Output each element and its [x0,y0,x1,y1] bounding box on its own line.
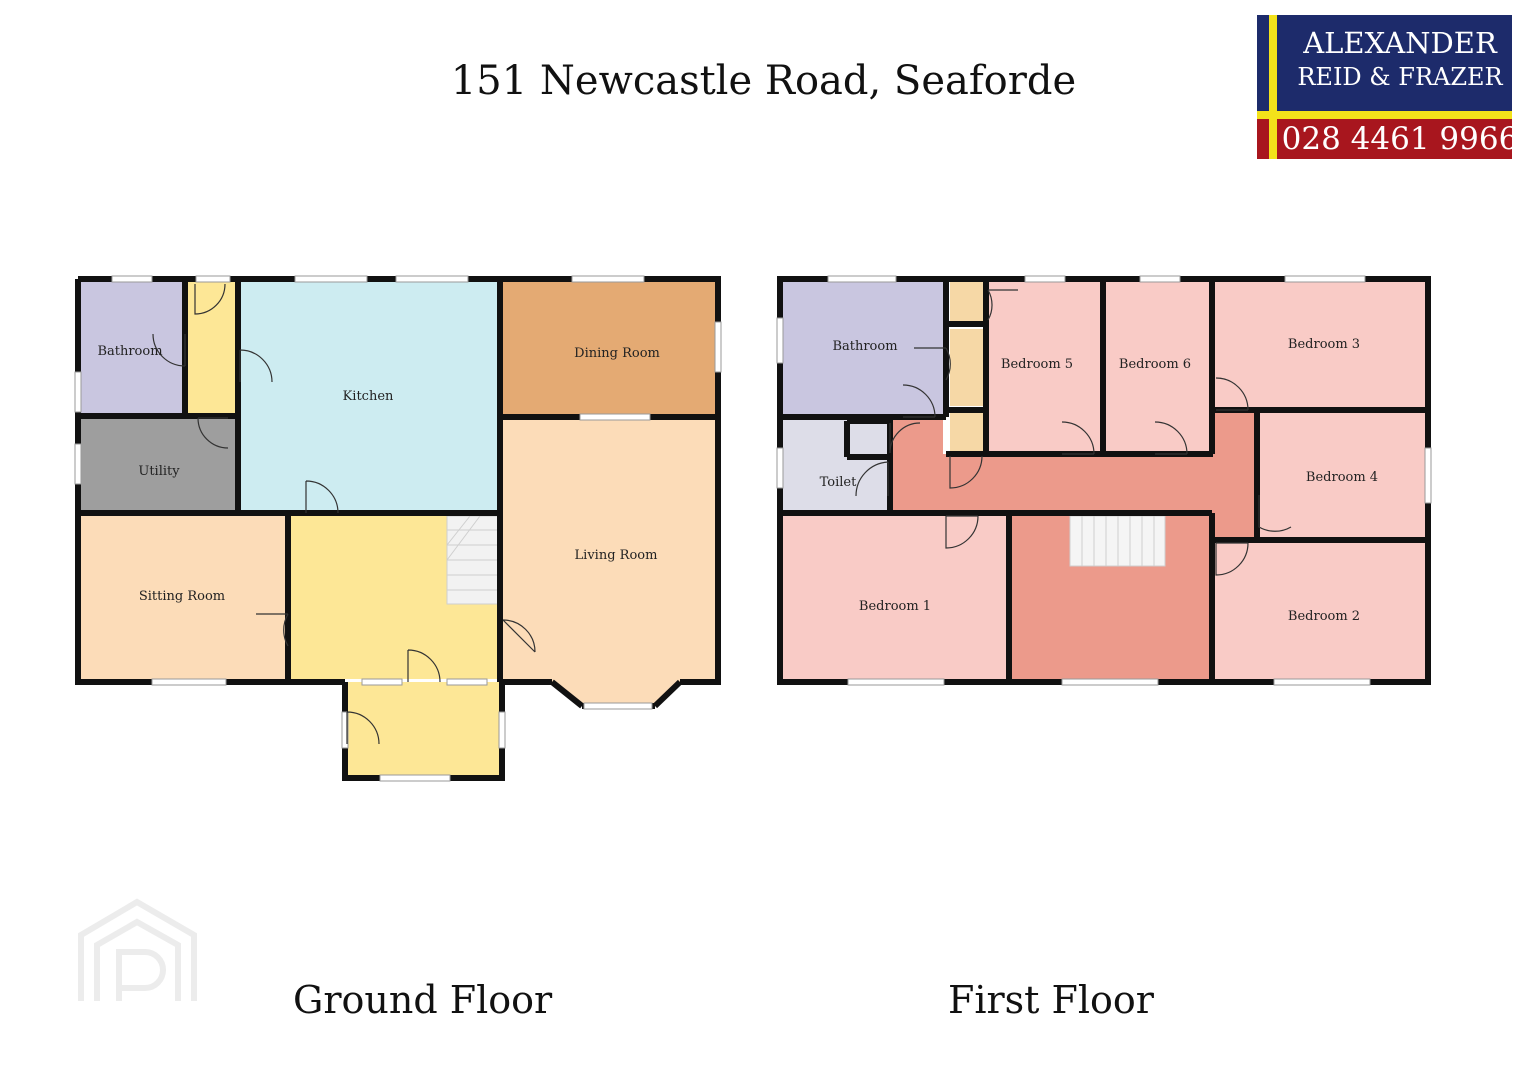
logo-line2: REID & FRAZER [1297,63,1503,91]
ff-label-bathroom: Bathroom [832,339,897,354]
ff-bedroom5-fill [988,281,1100,451]
agent-logo: ALEXANDER REID & FRAZER 028 4461 9966 [1257,15,1512,159]
gf-doors [152,283,536,745]
ff-bedroom3-fill [1214,281,1426,409]
ff-cupboard-3 [950,413,986,451]
ff-label-bedroom3: Bedroom 3 [1288,337,1360,352]
logo-phone: 028 4461 9966 [1282,121,1512,157]
gf-porch-fill [345,682,502,778]
first-floor-label: First Floor [948,978,1154,1022]
logo-red-band [1257,119,1512,159]
gf-living-fill [503,419,716,705]
ground-floor-plan: Bathroom Kitchen Dining Room Utility Liv… [74,275,722,782]
gf-label-kitchen: Kitchen [343,389,394,404]
gf-label-bathroom: Bathroom [97,344,162,359]
gf-stairs [446,515,500,605]
ff-cupboard-2 [950,329,986,406]
ff-cupboard-1 [950,281,986,321]
ff-label-bedroom6: Bedroom 6 [1119,357,1191,372]
gf-windows [74,275,722,782]
gf-label-dining: Dining Room [574,346,660,361]
ff-bedroom4-fill [1259,412,1426,537]
ff-bedroom1-fill [783,515,1007,679]
ff-windows [776,275,1432,686]
gf-bathroom-fill [80,281,185,414]
gf-label-utility: Utility [138,464,180,479]
page-title: 151 Newcastle Road, Seaforde [450,58,1077,104]
gf-sitting-fill [80,515,288,679]
gf-label-sitting: Sitting Room [139,589,225,604]
ff-label-bedroom2: Bedroom 2 [1288,609,1360,624]
ff-label-bedroom4: Bedroom 4 [1306,470,1378,485]
logo-yellow-bar-v [1269,15,1277,159]
first-floor-plan: Bathroom Bedroom 5 Bedroom 6 Bedroom 3 T… [776,275,1432,686]
watermark-logo [78,898,197,1001]
ff-doors [855,289,1292,576]
logo-yellow-bar-h [1257,111,1512,119]
ff-stairs [1069,515,1166,567]
ff-bedroom2-fill [1214,543,1426,679]
logo-line1: ALEXANDER [1302,26,1498,60]
gf-label-living: Living Room [575,548,658,563]
ground-floor-label: Ground Floor [293,978,553,1022]
ff-label-bedroom1: Bedroom 1 [859,599,931,614]
ff-label-bedroom5: Bedroom 5 [1001,357,1073,372]
ff-toilet-fill [783,420,888,511]
ff-label-toilet: Toilet [820,475,857,490]
gf-dining-fill [503,281,716,415]
gf-utility-fill [80,418,238,512]
gf-kitchen-fill [240,281,500,512]
